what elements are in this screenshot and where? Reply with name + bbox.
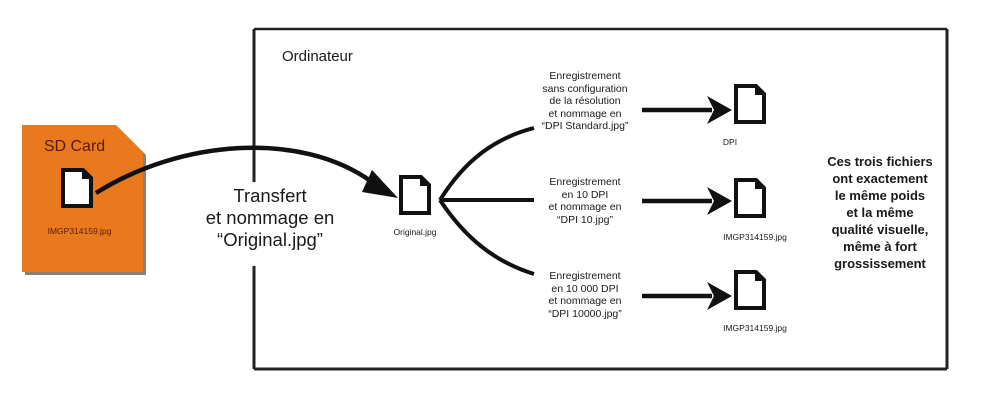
sd-file-label: IMGP314159.jpg	[47, 226, 112, 236]
output-file-label-1: DPI	[722, 137, 738, 147]
computer-title: Ordinateur	[282, 48, 353, 65]
output-file-icon-2	[734, 178, 766, 218]
sd-card-title: SD Card	[43, 138, 106, 155]
output-file-label-2: IMGP314159.jpg	[723, 232, 787, 242]
original-file-icon	[399, 175, 431, 215]
output-file-icon-1	[734, 84, 766, 124]
conclusion-text: Ces trois fichiers ont exactement le mêm…	[827, 154, 933, 271]
original-file-label: Original.jpg	[393, 227, 437, 237]
computer-box	[252, 27, 949, 371]
output-arrow-1	[642, 96, 732, 124]
transfer-label: Transfert et nommage en “Original.jpg”	[205, 185, 335, 250]
branch-curve-1	[438, 126, 535, 202]
output-file-icon-3	[734, 270, 766, 310]
sd-file-icon	[61, 168, 93, 208]
output-file-label-3: IMGP314159.jpg	[723, 323, 787, 333]
branch-step-label-2: Enregistrement en 10 DPI et nommage en “…	[548, 176, 622, 226]
output-arrow-3	[642, 282, 732, 310]
output-arrow-2	[642, 187, 732, 215]
branch-curve-3	[438, 198, 535, 276]
branch-step-label-1: Enregistrement sans configuration de la …	[541, 70, 629, 132]
transfer-arrowhead	[362, 170, 398, 198]
transfer-arrow	[94, 145, 374, 195]
branch-step-label-3: Enregistrement en 10 000 DPI et nommage …	[548, 270, 622, 320]
